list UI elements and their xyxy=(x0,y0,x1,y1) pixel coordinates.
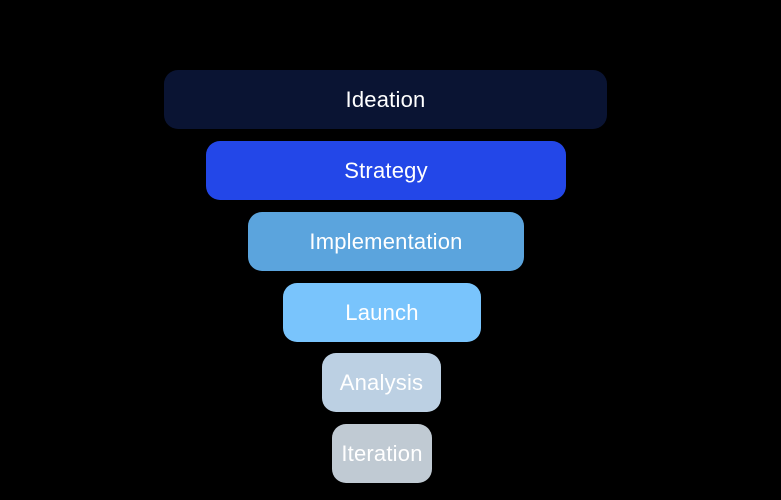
funnel-stage-5[interactable]: Iteration xyxy=(332,424,432,483)
funnel-stage-label: Implementation xyxy=(309,228,463,254)
funnel-stage-0[interactable]: Ideation xyxy=(164,70,607,129)
funnel-stage-label: Launch xyxy=(345,299,419,325)
funnel-stage-label: Strategy xyxy=(344,157,428,183)
funnel-stage-label: Iteration xyxy=(341,440,423,466)
funnel-stage-2[interactable]: Implementation xyxy=(248,212,524,271)
funnel-stage-1[interactable]: Strategy xyxy=(206,141,566,200)
funnel-stage-4[interactable]: Analysis xyxy=(322,353,441,412)
funnel-stage-label: Analysis xyxy=(339,369,424,395)
funnel-stage-3[interactable]: Launch xyxy=(283,283,481,342)
funnel-stage-label: Ideation xyxy=(345,86,426,112)
